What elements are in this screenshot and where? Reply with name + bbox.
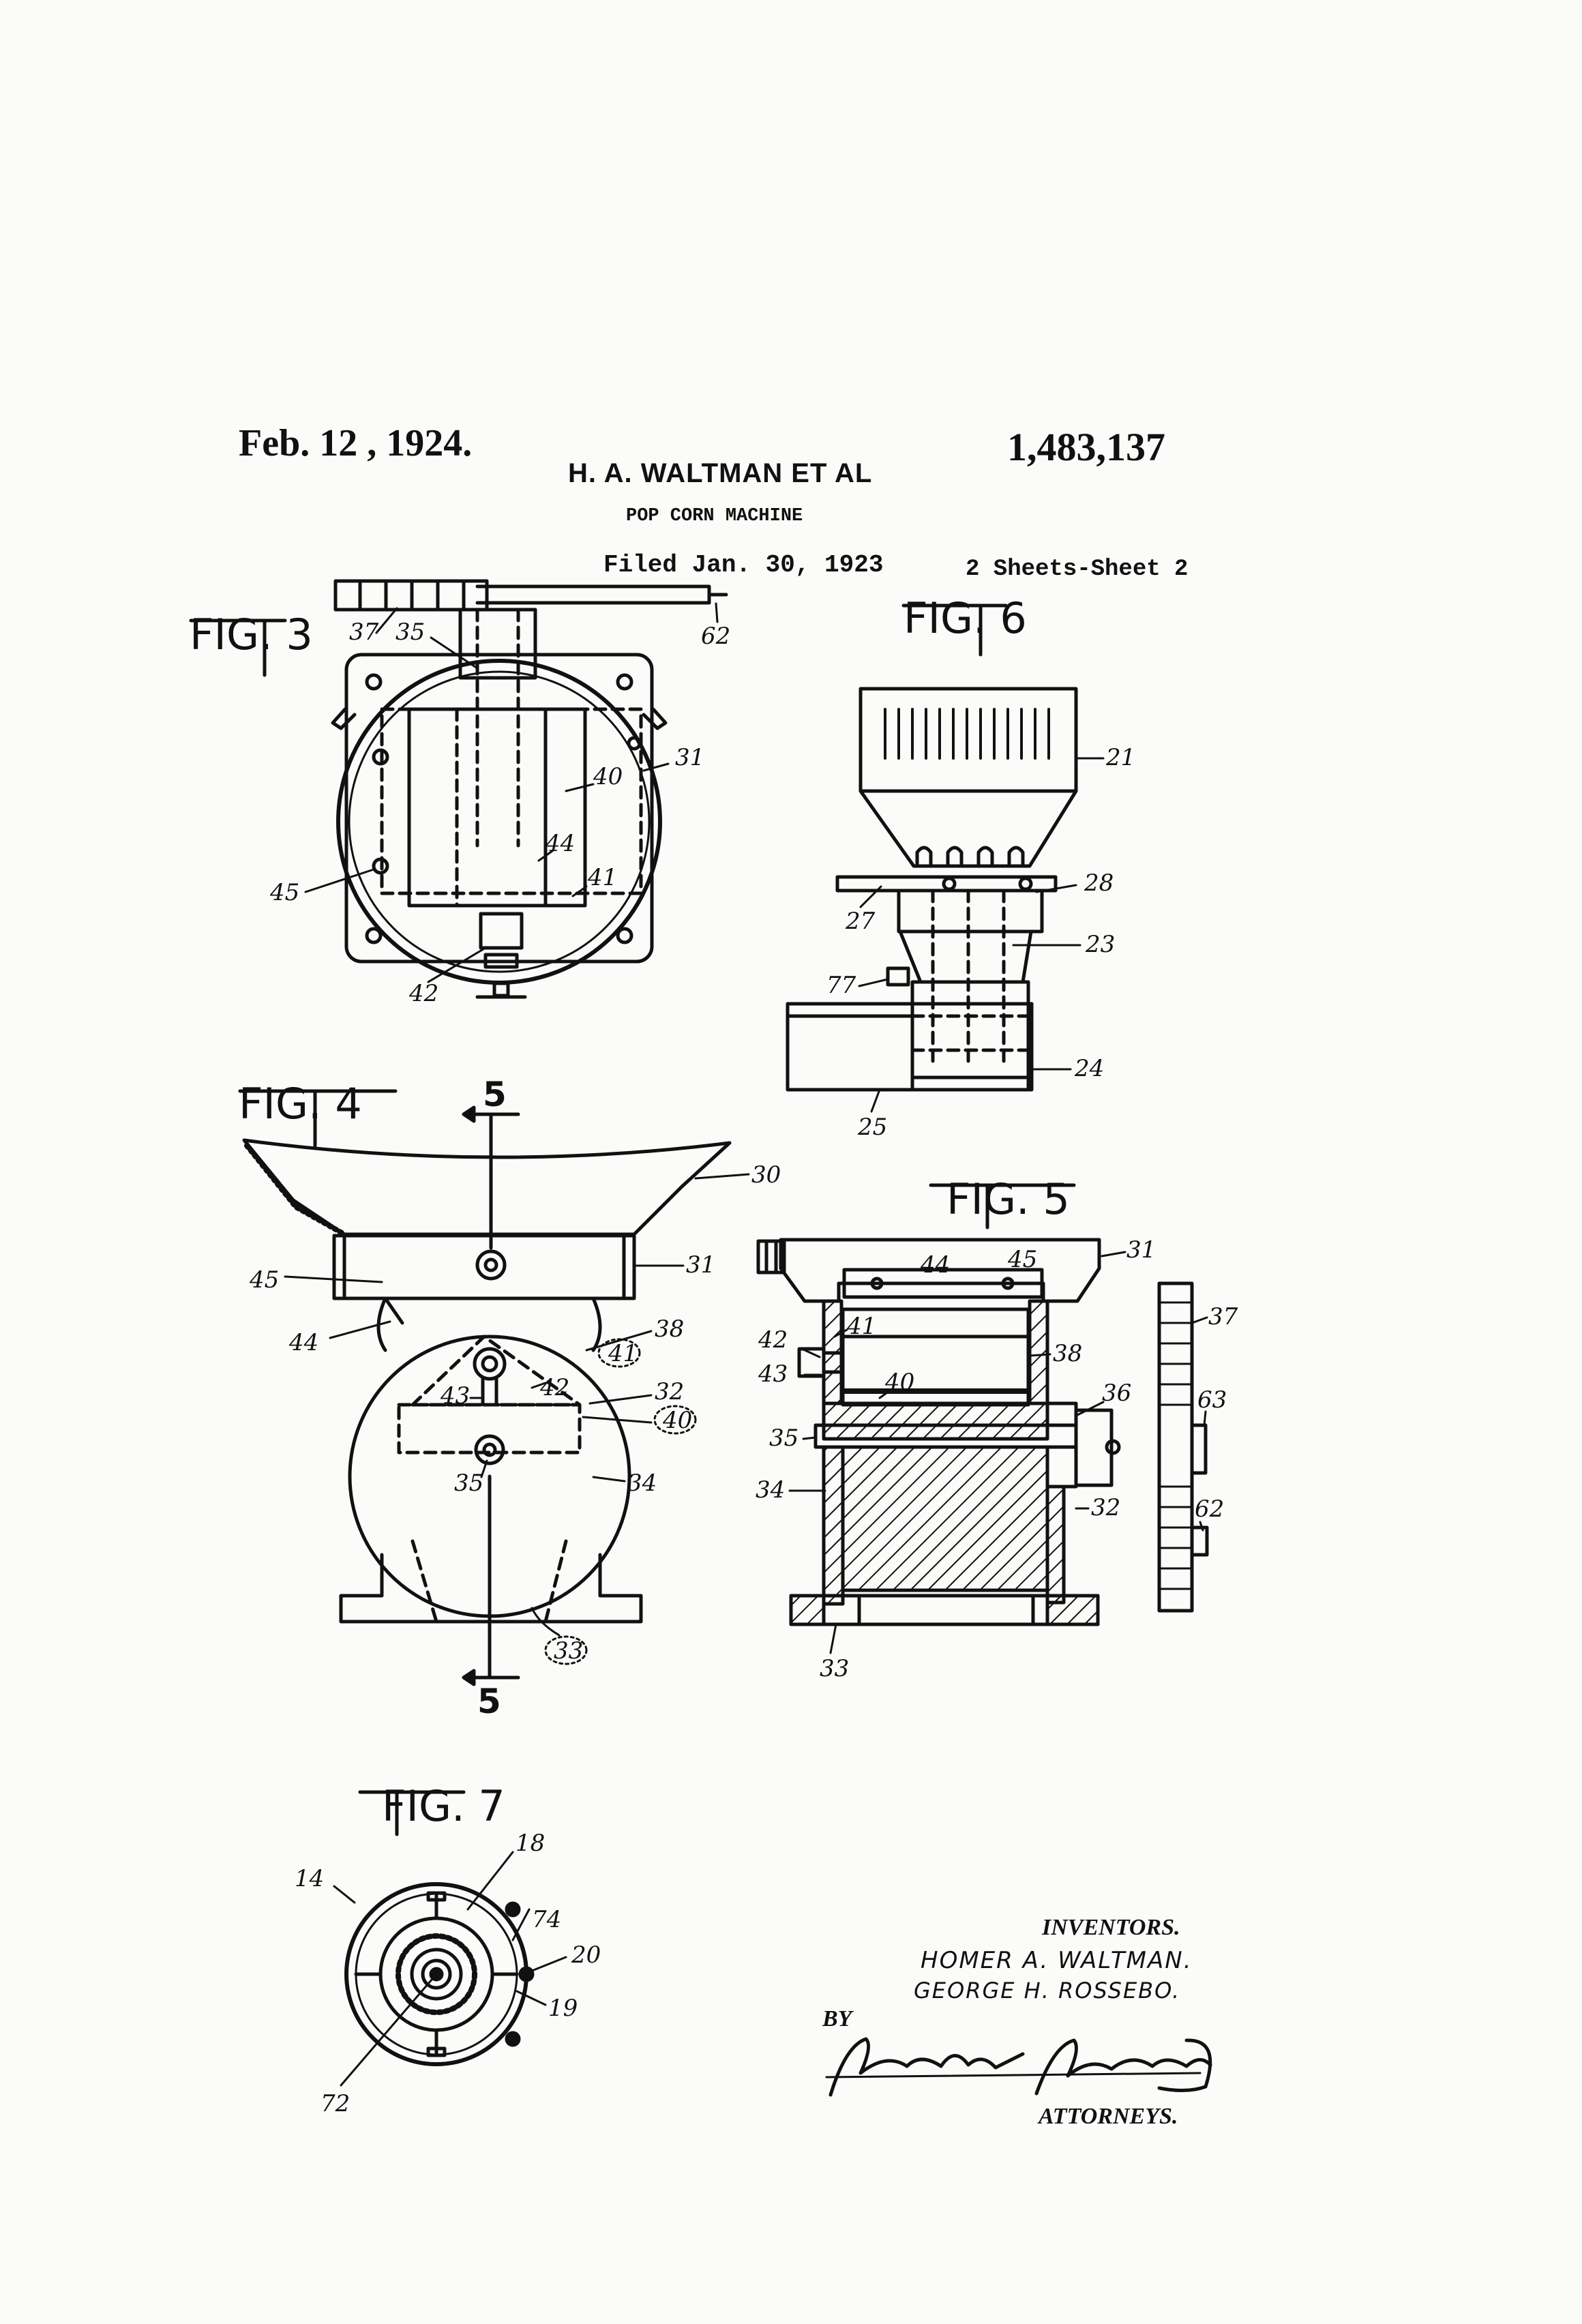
fig5-ref-42: 42: [758, 1326, 788, 1354]
fig4-ref-31: 31: [686, 1251, 715, 1279]
fig5-ref-34: 34: [756, 1476, 785, 1504]
fig7-ref-14: 14: [295, 1865, 324, 1892]
fig6-label: FIG. 6: [904, 593, 1027, 643]
fig5-ref-45: 45: [1007, 1246, 1037, 1273]
fig6-ref-28: 28: [1084, 869, 1114, 897]
fig4-ref-44: 44: [288, 1329, 318, 1356]
fig5-ref-40: 40: [884, 1369, 914, 1396]
fig5-ref-33: 33: [820, 1655, 849, 1682]
fig3-ref-37: 37: [349, 619, 379, 646]
fig5-drawing: FIG. 5: [756, 1174, 1238, 1682]
fig4-drawing: FIG. 4 5: [238, 1075, 781, 1721]
fig7-ref-20: 20: [571, 1941, 601, 1969]
fig4-ref-30: 30: [751, 1161, 781, 1189]
fig3-ref-31: 31: [675, 744, 704, 771]
fig4-ref-45: 45: [249, 1266, 279, 1294]
sheet-count: 2 Sheets-Sheet 2: [966, 556, 1189, 582]
fig7-ref-74: 74: [532, 1906, 561, 1933]
fig3-ref-44: 44: [545, 830, 575, 857]
fig4-ref-35: 35: [454, 1470, 483, 1497]
fig6-ref-27: 27: [845, 908, 876, 935]
fig6-ref-77: 77: [826, 972, 856, 999]
fig4-ref-34: 34: [627, 1470, 657, 1497]
fig5-ref-36: 36: [1102, 1380, 1131, 1407]
fig5-ref-38: 38: [1053, 1340, 1082, 1367]
fig6-ref-23: 23: [1085, 931, 1115, 958]
fig3-ref-41: 41: [587, 864, 617, 891]
fig5-ref-32: 32: [1091, 1494, 1120, 1521]
inventor-name: H. A. WALTMAN ET AL: [568, 458, 873, 488]
fig4-ref-43: 43: [440, 1382, 470, 1410]
fig5-ref-35: 35: [769, 1425, 799, 1452]
fig7-label: FIG. 7: [382, 1781, 505, 1831]
fig4-section-top: 5: [483, 1075, 507, 1114]
fig4-section-bottom: 5: [477, 1682, 501, 1721]
fig4-label: FIG. 4: [239, 1079, 362, 1129]
fig6-ref-21: 21: [1105, 744, 1135, 771]
inventor-2-name: GEORGE H. ROSSEBO.: [914, 1978, 1181, 2003]
patent-date: Feb. 12 , 1924.: [239, 422, 473, 464]
fig5-ref-43: 43: [758, 1360, 788, 1388]
fig5-ref-63: 63: [1197, 1386, 1227, 1414]
fig5-ref-37: 37: [1208, 1303, 1238, 1330]
fig3-drawing: FIG. 3: [189, 579, 730, 1007]
fig4-ref-41: 41: [608, 1340, 638, 1367]
fig3-ref-45: 45: [269, 879, 299, 906]
fig5-label: FIG. 5: [946, 1174, 1070, 1224]
fig5-ref-44: 44: [920, 1251, 950, 1279]
fig7-drawing: FIG. 7: [295, 1781, 601, 2117]
invention-title: POP CORN MACHINE: [626, 506, 803, 526]
fig3-ref-40: 40: [593, 763, 623, 790]
fig3-ref-62: 62: [701, 623, 730, 650]
by-label: BY: [822, 2006, 852, 2031]
fig6-ref-25: 25: [857, 1114, 887, 1141]
fig6-ref-24: 24: [1074, 1055, 1104, 1082]
fig3-ref-35: 35: [395, 619, 425, 646]
fig7-ref-72: 72: [320, 2090, 350, 2117]
fig3-label: FIG. 3: [190, 610, 313, 659]
fig4-ref-42: 42: [539, 1374, 569, 1401]
fig4-ref-32: 32: [655, 1378, 684, 1405]
fig4-ref-38: 38: [655, 1315, 684, 1343]
fig4-ref-40: 40: [662, 1407, 692, 1434]
filed-date: Filed Jan. 30, 1923: [603, 551, 884, 579]
fig4-ref-33: 33: [554, 1637, 583, 1665]
fig7-ref-19: 19: [548, 1995, 578, 2022]
fig5-ref-31: 31: [1126, 1236, 1156, 1264]
fig7-ref-18: 18: [516, 1830, 545, 1857]
patent-number: 1,483,137: [1007, 425, 1165, 469]
attorneys-label: ATTORNEYS.: [1039, 2104, 1178, 2129]
attorney-signature: [825, 2037, 1212, 2097]
inventors-heading: INVENTORS.: [1042, 1915, 1180, 1940]
fig5-ref-62: 62: [1195, 1495, 1224, 1523]
fig5-ref-41: 41: [846, 1313, 876, 1340]
inventor-1-name: HOMER A. WALTMAN.: [921, 1947, 1193, 1974]
fig6-drawing: FIG. 6: [786, 593, 1135, 1141]
fig3-ref-42: 42: [408, 980, 438, 1007]
